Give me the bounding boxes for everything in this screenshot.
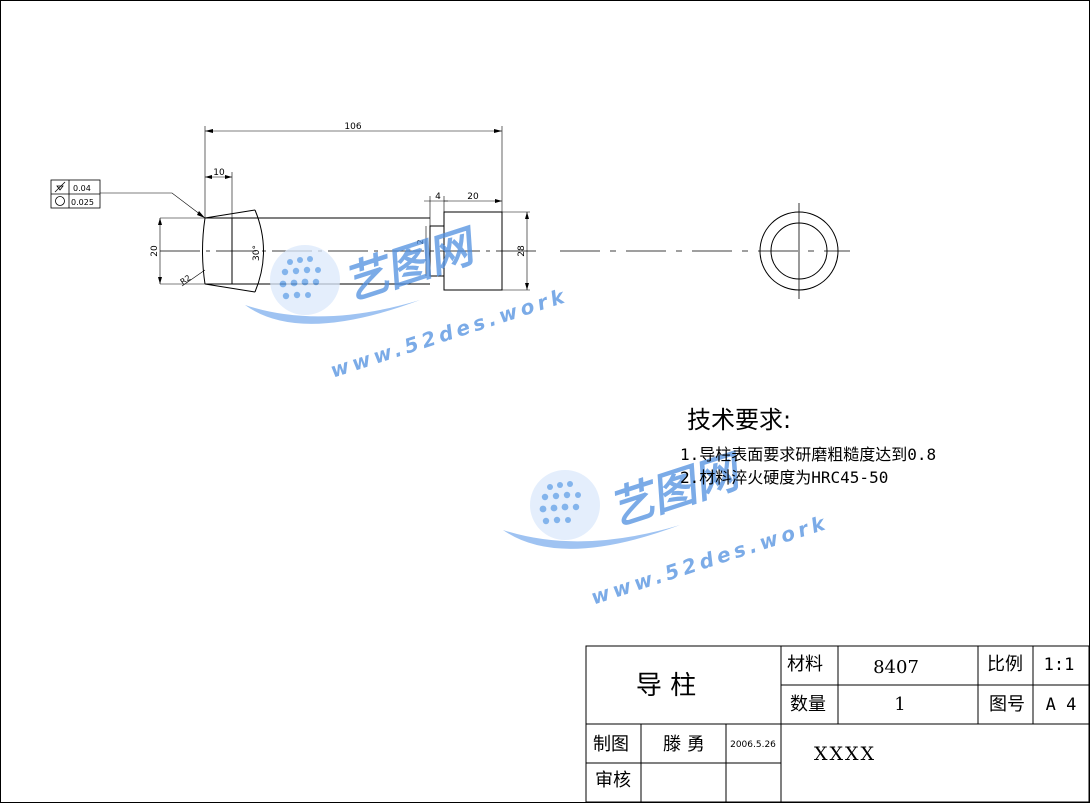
title-block bbox=[585, 645, 1090, 803]
arrow-106-left bbox=[205, 129, 213, 133]
material-label: 材料 bbox=[787, 654, 823, 675]
tech-requirement-item-2: 2.材料淬火硬度为HRC45-50 bbox=[680, 468, 888, 487]
arrow-20-right bbox=[495, 199, 502, 203]
front-view bbox=[100, 126, 540, 293]
head-chamfer-left bbox=[202, 217, 206, 285]
head-taper-bottom bbox=[204, 283, 256, 293]
tolerance-leader bbox=[100, 192, 206, 219]
arrow-dia20-top bbox=[158, 218, 162, 225]
tolerance-leader-arrow bbox=[197, 211, 205, 218]
tolerance-value-2: 0.025 bbox=[71, 198, 94, 207]
part-name: 导 柱 bbox=[636, 671, 696, 701]
scale-value: 1:1 bbox=[1044, 655, 1075, 675]
side-view bbox=[560, 203, 850, 299]
watermark-globe-icon bbox=[245, 245, 420, 324]
tech-requirements-heading: 技术要求: bbox=[687, 406, 791, 434]
drawn-by-value: 滕 勇 bbox=[663, 734, 705, 755]
drawn-by-label: 制图 bbox=[593, 734, 629, 755]
arrow-106-right bbox=[494, 129, 502, 133]
material-value: 8407 bbox=[873, 657, 919, 678]
tolerance-value-1: 0.04 bbox=[73, 184, 91, 193]
dim-text-10: 10 bbox=[213, 168, 225, 178]
leader-r2 bbox=[181, 269, 206, 287]
drawing-number-label: 图号 bbox=[989, 694, 1025, 715]
watermark-globe-icon bbox=[503, 470, 680, 549]
dim-text-angle: 30° bbox=[252, 245, 262, 261]
dim-text-106: 106 bbox=[344, 122, 361, 132]
dim-text-r2: R2 bbox=[179, 273, 193, 286]
tolerance-frame bbox=[50, 179, 101, 209]
dim-text-4: 4 bbox=[435, 192, 441, 202]
arrow-10-right bbox=[225, 175, 232, 179]
checked-by-label: 审核 bbox=[595, 770, 631, 791]
outer-circle bbox=[759, 211, 839, 291]
watermark-1: 艺图网 www.52des.work bbox=[245, 220, 571, 383]
runout-symbol-icon bbox=[54, 181, 66, 193]
arrow-dia28-top bbox=[525, 212, 529, 219]
dim-text-step: 2 bbox=[416, 239, 425, 244]
head-taper-top bbox=[204, 209, 256, 219]
quantity-label: 数量 bbox=[790, 694, 826, 715]
watermark-brand-text: 艺图网 bbox=[338, 220, 485, 311]
arrow-dia20-bottom bbox=[158, 277, 162, 284]
angle-arc bbox=[254, 209, 264, 293]
drawing-number-value: A 4 bbox=[1046, 695, 1077, 715]
arrow-10-left bbox=[205, 175, 212, 179]
tech-requirement-item-1: 1.导柱表面要求研磨粗糙度达到0.8 bbox=[680, 445, 936, 464]
quantity-value: 1 bbox=[894, 694, 905, 715]
dim-text-dia20: 20 bbox=[150, 245, 160, 257]
arrow-dia28-bottom bbox=[525, 283, 529, 290]
dim-text-20-end: 20 bbox=[467, 192, 479, 202]
drawn-date: 2006.5.26 bbox=[730, 740, 776, 750]
inner-circle bbox=[770, 222, 828, 280]
dim-text-dia28: 28 bbox=[517, 245, 527, 257]
scale-label: 比例 bbox=[987, 654, 1023, 675]
company-name: XXXX bbox=[814, 743, 876, 765]
circularity-symbol-icon bbox=[55, 196, 65, 206]
end-cylinder bbox=[443, 211, 503, 291]
